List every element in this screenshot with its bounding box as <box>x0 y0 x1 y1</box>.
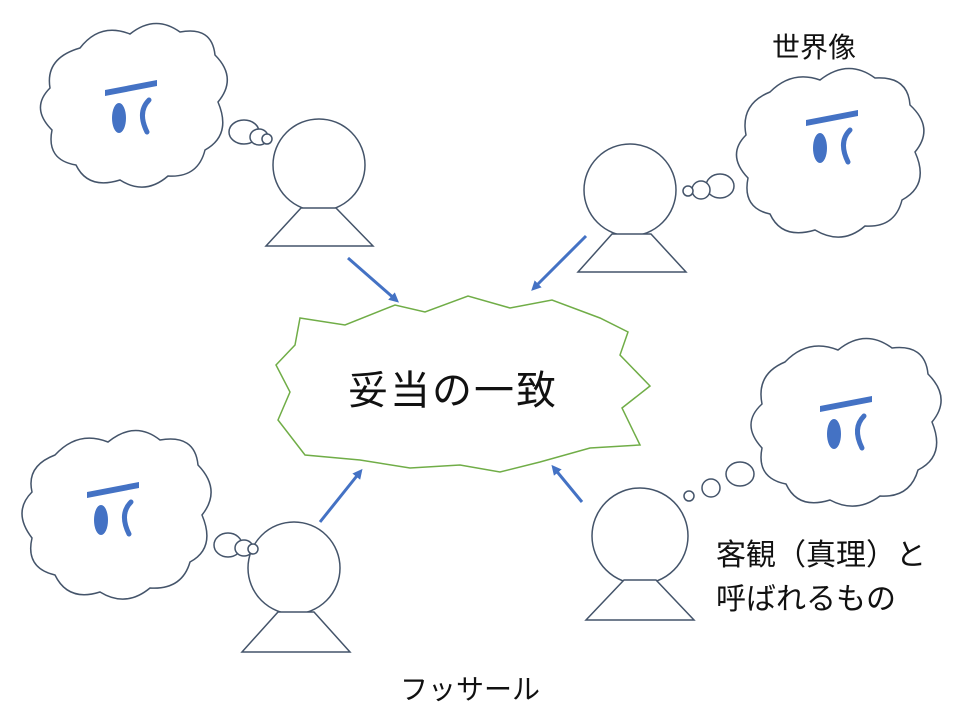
arrow-top-right <box>531 234 588 291</box>
thought-cloud-top-right <box>682 67 925 238</box>
objective-label-line1: 客観（真理）と <box>716 538 926 573</box>
center-label: 妥当の一致 <box>348 368 558 414</box>
arrow-bottom-right <box>551 464 584 503</box>
objective-label-line2: 呼ばれるもの <box>716 582 896 617</box>
person-top-right <box>576 143 688 273</box>
thought-cloud-top-left <box>39 22 273 188</box>
person-top-left <box>264 118 375 247</box>
arrow-top-left <box>347 256 400 303</box>
world-image-label: 世界像 <box>772 31 857 64</box>
center-burst <box>275 295 652 473</box>
objective-label: 客観（真理）と 呼ばれるもの <box>716 534 926 622</box>
person-bottom-right <box>584 487 696 621</box>
husserl-label: フッサール <box>400 673 541 706</box>
person-bottom-left <box>240 521 352 653</box>
arrow-bottom-left <box>318 468 363 523</box>
thought-cloud-bottom-left <box>21 429 259 600</box>
thought-cloud-bottom-right <box>683 337 942 507</box>
